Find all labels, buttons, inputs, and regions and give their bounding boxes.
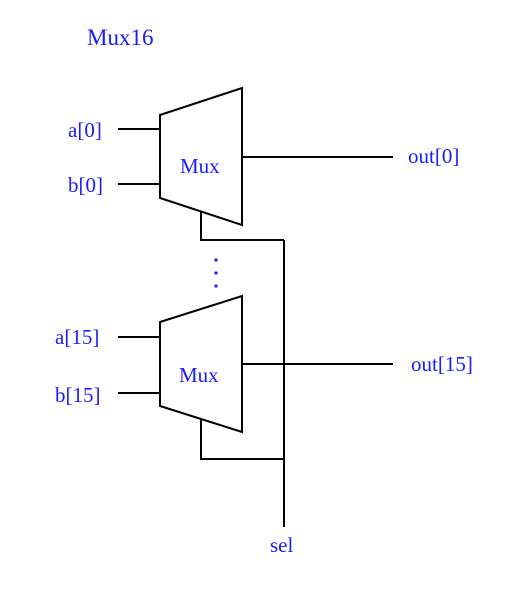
mux-bottom-select-wire bbox=[200, 419, 284, 460]
ellipsis-dot bbox=[214, 284, 218, 288]
input-b15-label: b[15] bbox=[55, 383, 101, 407]
select-label: sel bbox=[270, 533, 293, 557]
mux-bottom-body bbox=[159, 294, 243, 434]
output-15-label: out[15] bbox=[411, 352, 473, 376]
mux-bottom: Mux a[15] b[15] out[15] bbox=[55, 294, 473, 460]
input-a0-label: a[0] bbox=[68, 118, 102, 142]
mux-top: Mux a[0] b[0] out[0] bbox=[68, 86, 459, 241]
mux-top-select-wire bbox=[200, 212, 284, 241]
mux-top-body bbox=[159, 86, 243, 227]
mux-bottom-label: Mux bbox=[179, 363, 219, 387]
input-a15-label: a[15] bbox=[55, 325, 99, 349]
ellipsis-dot bbox=[214, 258, 218, 262]
vertical-ellipsis bbox=[214, 258, 218, 288]
output-0-label: out[0] bbox=[408, 144, 459, 168]
mux-top-label: Mux bbox=[180, 154, 220, 178]
ellipsis-dot bbox=[214, 271, 218, 275]
input-b0-label: b[0] bbox=[68, 173, 103, 197]
diagram-title: Mux16 bbox=[87, 25, 153, 50]
